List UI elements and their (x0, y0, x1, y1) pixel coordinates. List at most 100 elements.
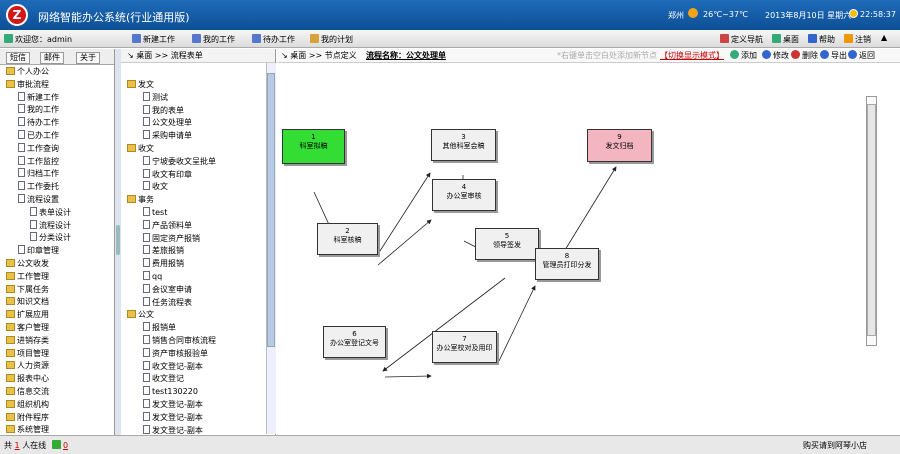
nav-item[interactable]: 扩展应用 (6, 309, 49, 321)
nav-item[interactable]: 工作查询 (18, 142, 59, 155)
page-icon (143, 155, 150, 165)
form-tree-item[interactable]: 宁坡委收文呈批单 (143, 155, 216, 168)
form-tree-item[interactable]: 收文有印章 (143, 168, 192, 181)
nav-item[interactable]: 新建工作 (18, 91, 59, 104)
nav-item[interactable]: 工作管理 (6, 271, 49, 283)
form-tree-item[interactable]: 公文 (127, 309, 154, 321)
nav-item[interactable]: 流程设置 (18, 194, 59, 206)
nav-item[interactable]: 进销存类 (6, 335, 49, 347)
form-tree-item[interactable]: 销售合同审核流程 (143, 335, 216, 347)
my-plan-button[interactable]: 我的计划 (310, 34, 353, 45)
nav-item[interactable]: 归档工作 (18, 168, 59, 180)
nav-item[interactable]: 我的工作 (18, 104, 59, 116)
form-tree-item[interactable]: 收文登记 (143, 373, 184, 385)
nav-item[interactable]: 组织机构 (6, 399, 49, 411)
nav-item[interactable]: 流程设计 (30, 219, 71, 232)
nav-item[interactable]: 人力资源 (6, 360, 49, 372)
nav-item[interactable]: 附件程序 (6, 412, 49, 424)
nav-item[interactable]: 印章管理 (18, 245, 59, 257)
form-tree-item[interactable]: qq (143, 271, 162, 283)
form-tree-item[interactable]: 发文登记-副本 (143, 399, 203, 411)
nav-item[interactable]: 待办工作 (18, 117, 59, 129)
nav-item[interactable]: 审批流程 (6, 79, 49, 91)
toggle-mode-link[interactable]: 【切换显示模式】 (660, 51, 724, 60)
nav-item[interactable]: 已办工作 (18, 130, 59, 142)
form-tree-item[interactable]: 事务 (127, 194, 154, 206)
folder-icon (127, 80, 136, 88)
crumb-desktop-2[interactable]: 桌面 (290, 51, 307, 60)
nav-item[interactable]: 表单设计 (30, 206, 71, 219)
form-tree-item[interactable]: test (143, 207, 167, 219)
nav-item[interactable]: 工作监控 (18, 155, 59, 168)
form-tree-item[interactable]: 会议室申请 (143, 283, 192, 296)
collapse-up-icon[interactable]: ▲ (881, 33, 888, 42)
nav-item[interactable]: 系统管理 (6, 424, 49, 435)
form-tree-item[interactable]: 报销单 (143, 322, 176, 334)
tab-sms[interactable]: 短信 (6, 52, 30, 64)
buy-link[interactable]: 购买请到阿琴小店 (803, 441, 867, 450)
splitter-handle[interactable] (116, 225, 120, 255)
form-tree-item[interactable]: 费用报销 (143, 258, 184, 270)
form-tree-item[interactable]: 差旅报销 (143, 245, 184, 257)
nav-item[interactable]: 知识文档 (6, 296, 49, 308)
form-tree-item[interactable]: 收文 (143, 181, 168, 193)
back-button[interactable]: 返回 (848, 49, 875, 63)
form-tree-item[interactable]: 发文登记-副本 (143, 424, 203, 435)
export-button[interactable]: 导出 (820, 49, 847, 63)
form-tree-item[interactable]: 我的表单 (143, 104, 184, 117)
form-tree-scroll-thumb[interactable] (267, 73, 275, 347)
form-tree-item[interactable]: 收文登记-副本 (143, 360, 203, 373)
nav-item[interactable]: 工作委托 (18, 181, 59, 193)
help-button[interactable]: 帮助 (808, 34, 835, 45)
nav-item[interactable]: 信息交流 (6, 386, 49, 398)
form-tree-item[interactable]: 固定资产报销 (143, 232, 200, 245)
form-tree-item[interactable]: 发文 (127, 79, 154, 91)
nav-item[interactable]: 客户管理 (6, 322, 49, 334)
crumb-sep: >> (154, 51, 169, 60)
new-work-button[interactable]: 新建工作 (132, 34, 175, 45)
form-tree-item[interactable]: 测试 (143, 91, 168, 104)
nav-item[interactable]: 分类设计 (30, 232, 71, 244)
folder-icon (127, 195, 136, 204)
nav-item[interactable]: 个人办公 (6, 66, 49, 78)
form-tree-item[interactable]: test130220 (143, 386, 198, 398)
form-tree-item[interactable]: 收文 (127, 143, 154, 155)
nav-item[interactable]: 下属任务 (6, 284, 49, 296)
online-status[interactable]: 共 1 人在线 (4, 441, 47, 450)
form-tree-item[interactable]: 公文处理单 (143, 117, 192, 129)
tab-about[interactable]: 关于 (76, 52, 100, 64)
form-tree-item[interactable]: 资产审核报验单 (143, 347, 208, 360)
logout-button[interactable]: 注销 (844, 34, 871, 45)
define-nav-button[interactable]: 定义导航 (720, 34, 763, 45)
form-tree-item[interactable]: 任务流程表 (143, 296, 192, 309)
nav-item[interactable]: 项目管理 (6, 348, 49, 360)
crumb-desktop[interactable]: 桌面 (136, 51, 153, 60)
todo-work-button[interactable]: 待办工作 (252, 34, 295, 45)
my-work-button[interactable]: 我的工作 (192, 34, 235, 45)
nav-item[interactable]: 公文收发 (6, 258, 49, 270)
canvas-scroll-thumb[interactable] (867, 104, 876, 336)
delete-button[interactable]: 删除 (791, 49, 818, 63)
desktop-button[interactable]: 桌面 (772, 34, 799, 45)
form-tree-item[interactable]: 采购申请单 (143, 130, 192, 142)
add-button[interactable]: 添加 (730, 49, 757, 63)
edit-button[interactable]: 修改 (762, 49, 789, 63)
export-icon (820, 50, 829, 59)
message-status[interactable]: 0 (52, 440, 68, 450)
form-tree-item[interactable]: 发文登记-副本 (143, 411, 203, 424)
form-tree-item[interactable]: 产品领料单 (143, 219, 192, 232)
nav-item[interactable]: 报表中心 (6, 373, 49, 385)
tab-mail[interactable]: 邮件 (40, 52, 64, 64)
crumb-form[interactable]: 流程表单 (170, 51, 203, 60)
crumb-node[interactable]: 节点定义 (324, 51, 357, 60)
